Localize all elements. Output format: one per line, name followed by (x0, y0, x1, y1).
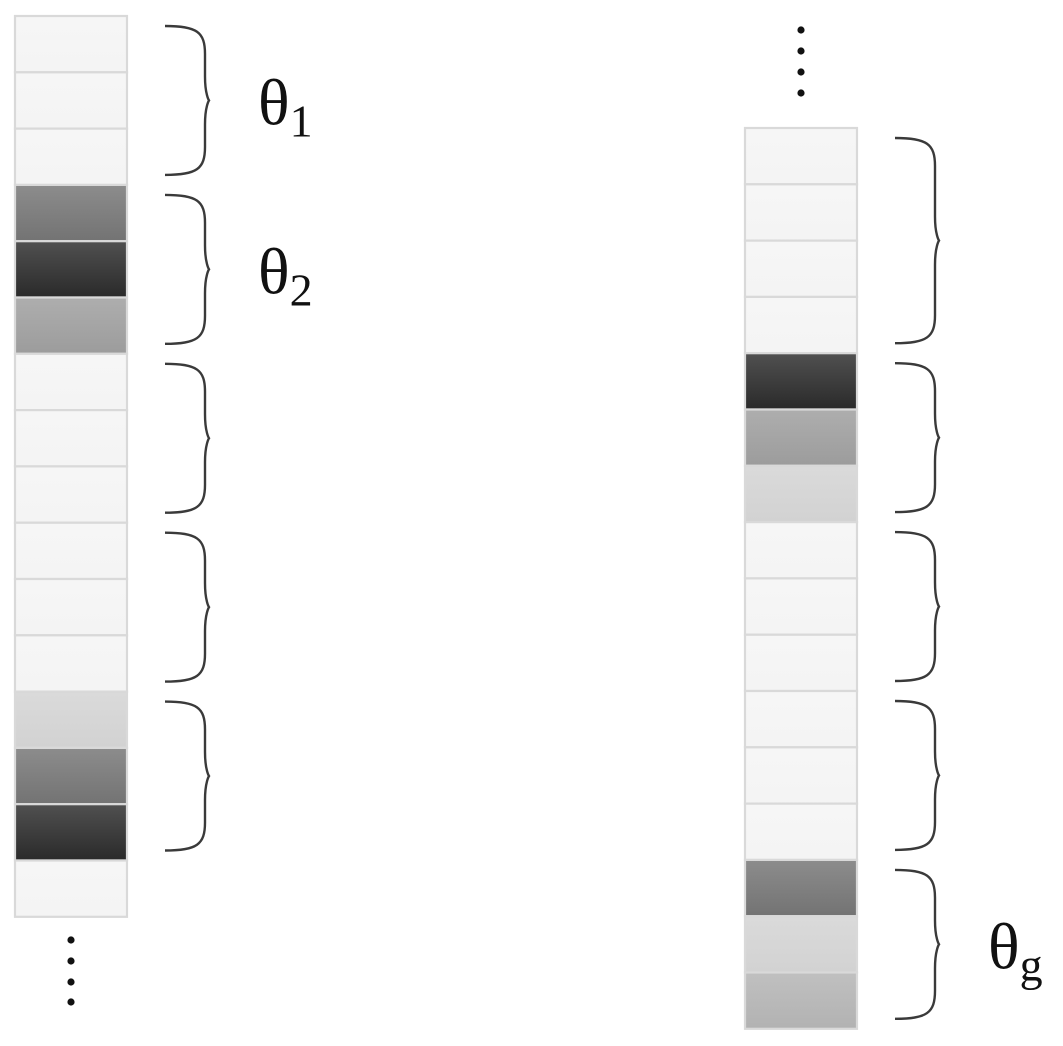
right-cell-1 (743, 126, 859, 186)
right-brace-1 (894, 136, 941, 345)
left-cell-6 (13, 296, 129, 355)
left-cell-5 (13, 240, 129, 299)
right-parameter-column (743, 126, 859, 1030)
right-brace-2 (894, 362, 941, 514)
left-cell-9 (13, 465, 129, 524)
left-parameter-column (13, 14, 129, 918)
right-cell-4 (743, 295, 859, 355)
right-brace-5 (894, 868, 941, 1020)
left-brace-2 (164, 193, 211, 345)
right-cell-3 (743, 239, 859, 299)
left-cell-2 (13, 71, 129, 130)
right-cell-9 (743, 577, 859, 636)
left-cell-1 (13, 14, 129, 74)
left-cell-3 (13, 127, 129, 187)
left-cell-7 (13, 352, 129, 412)
left-continuation-dots (67, 936, 75, 1006)
right-cell-7 (743, 464, 859, 524)
left-cell-14 (13, 746, 129, 806)
right-cell-13 (743, 802, 859, 861)
right-cell-8 (743, 520, 859, 580)
right-cell-10 (743, 633, 859, 693)
left-brace-3 (164, 362, 211, 514)
left-cell-11 (13, 577, 129, 637)
left-cell-12 (13, 634, 129, 693)
right-cell-2 (743, 183, 859, 242)
left-cell-8 (13, 409, 129, 468)
right-cell-11 (743, 689, 859, 749)
right-group-5-label: θg (988, 910, 1043, 990)
left-brace-5 (164, 700, 211, 852)
right-brace-3 (894, 530, 941, 683)
right-cell-16 (743, 971, 859, 1030)
left-cell-10 (13, 521, 129, 581)
left-cell-4 (13, 183, 129, 243)
right-cell-14 (743, 858, 859, 918)
right-cell-15 (743, 915, 859, 974)
right-group-braces: θg (894, 136, 1043, 1020)
right-brace-4 (894, 699, 941, 852)
left-group-braces: θ1 θ2 (164, 24, 313, 852)
left-cell-16 (13, 859, 129, 918)
left-cell-15 (13, 803, 129, 862)
left-group-1-label: θ1 (258, 66, 313, 146)
right-cell-6 (743, 408, 859, 467)
right-cell-5 (743, 352, 859, 411)
right-continuation-dots (797, 26, 805, 97)
left-brace-1 (164, 24, 211, 177)
right-cell-12 (743, 746, 859, 805)
left-cell-13 (13, 690, 129, 749)
left-brace-4 (164, 531, 211, 683)
left-group-2-label: θ2 (258, 235, 313, 315)
